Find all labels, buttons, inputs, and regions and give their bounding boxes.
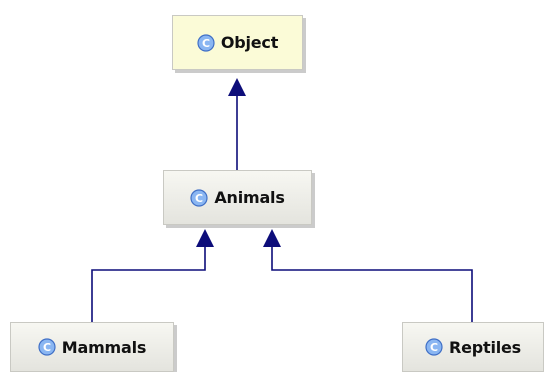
svg-text:C: C (195, 192, 203, 205)
svg-text:C: C (430, 341, 438, 354)
class-node-object[interactable]: C Object (172, 15, 303, 70)
edge-mammals-animals (91, 246, 206, 322)
edge-reptiles-animals (271, 246, 473, 322)
class-icon: C (425, 338, 443, 356)
class-node-animals[interactable]: C Animals (163, 170, 312, 225)
svg-text:C: C (202, 37, 210, 50)
class-name-reptiles: Reptiles (448, 337, 522, 357)
class-icon: C (38, 338, 56, 356)
class-name-object: Object (220, 33, 279, 52)
class-icon: C (197, 33, 215, 52)
arrowhead-animals-right (263, 229, 281, 247)
class-name-mammals: Mammals (61, 337, 147, 357)
class-icon: C (190, 188, 208, 207)
class-name-animals: Animals (214, 188, 285, 207)
svg-text:C: C (43, 341, 51, 354)
class-node-reptiles[interactable]: C Reptiles (402, 322, 544, 372)
arrowhead-animals-left (196, 229, 214, 247)
class-node-mammals[interactable]: C Mammals (10, 322, 174, 372)
arrowhead-object (228, 78, 246, 96)
